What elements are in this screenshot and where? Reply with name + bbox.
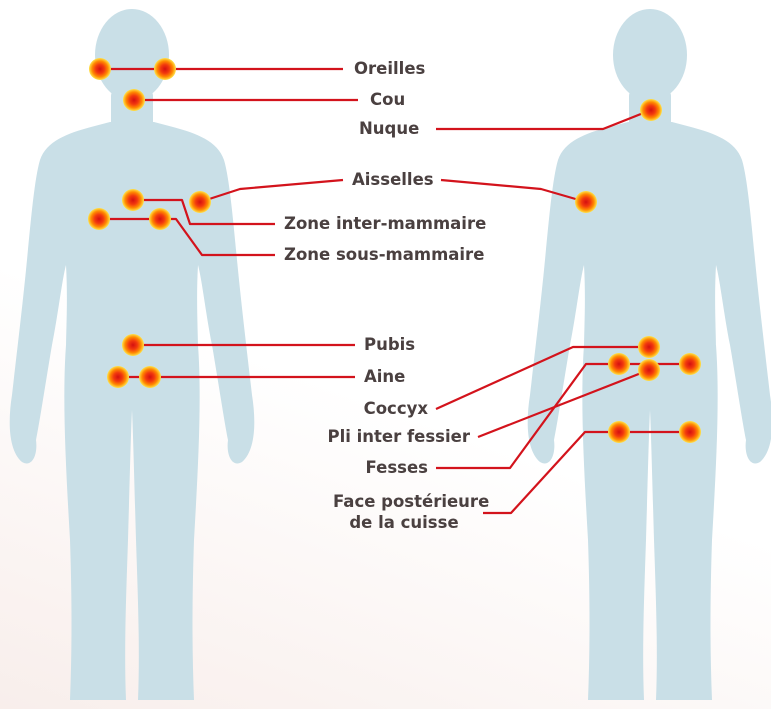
marker-fesse-left: [608, 353, 630, 375]
marker-fesse-right: [679, 353, 701, 375]
marker-cuisse-right: [679, 421, 701, 443]
marker-aine-right: [139, 366, 161, 388]
marker-inter-mammaire: [122, 189, 144, 211]
marker-sous-mammaire-right: [149, 208, 171, 230]
marker-coccyx: [638, 336, 660, 358]
label-aine: Aine: [364, 367, 405, 387]
label-fesses: Fesses: [366, 458, 428, 478]
label-zone-inter-mammaire: Zone inter-mammaire: [284, 214, 486, 234]
label-zone-sous-mammaire: Zone sous-mammaire: [284, 245, 484, 265]
marker-aisselle-back: [575, 191, 597, 213]
label-pubis: Pubis: [364, 335, 415, 355]
label-cou: Cou: [370, 90, 405, 110]
marker-oreille-right: [154, 58, 176, 80]
marker-cuisse-left: [608, 421, 630, 443]
marker-nuque: [640, 99, 662, 121]
marker-cou: [123, 89, 145, 111]
marker-aine-left: [107, 366, 129, 388]
label-face-posterieure-line2: de la cuisse: [333, 512, 475, 533]
marker-aisselle-front: [189, 191, 211, 213]
marker-pubis: [122, 334, 144, 356]
marker-oreille-left: [89, 58, 111, 80]
marker-pli-inter-fessier: [638, 359, 660, 381]
label-aisselles: Aisselles: [352, 170, 434, 190]
marker-sous-mammaire-left: [88, 208, 110, 230]
label-nuque: Nuque: [359, 119, 419, 139]
label-face-posterieure-line1: Face postérieure: [333, 491, 475, 512]
label-pli-inter-fessier: Pli inter fessier: [327, 427, 470, 447]
label-face-posterieure: Face postérieure de la cuisse: [333, 491, 475, 533]
label-coccyx: Coccyx: [364, 399, 428, 419]
label-oreilles: Oreilles: [354, 59, 425, 79]
